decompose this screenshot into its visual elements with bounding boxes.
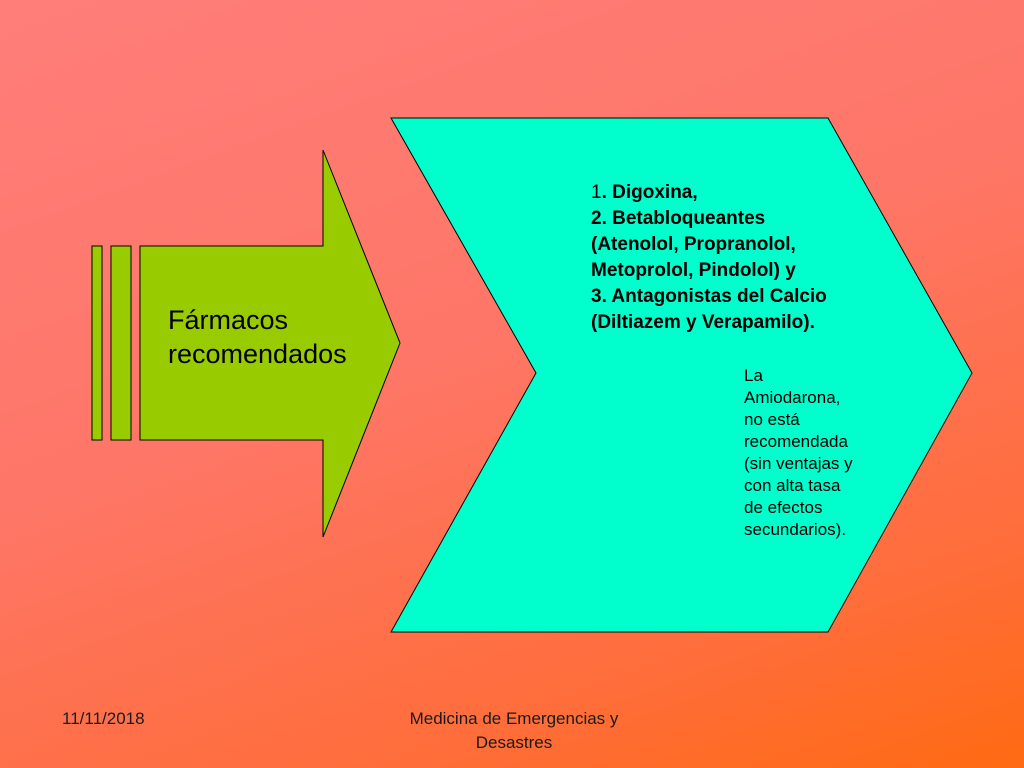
- note-line: de efectos: [744, 498, 823, 517]
- note-line: Amiodarona,: [744, 388, 841, 407]
- note-line: no está: [744, 410, 800, 429]
- list-item: Metoprolol, Pindolol) y: [591, 260, 796, 281]
- amiodarone-note: La Amiodarona, no está recomendada (sin …: [744, 365, 884, 541]
- footer-date: 11/11/2018: [62, 709, 145, 728]
- arrow-stripe-1: [91, 245, 103, 441]
- arrow-label: Fármacos recomendados: [168, 303, 388, 371]
- note-line: (sin ventajas y: [744, 454, 853, 473]
- footer-title: Medicina de Emergencias y Desastres: [380, 707, 648, 755]
- list-item: (Atenolol, Propranolol,: [591, 234, 796, 255]
- arrow-label-line2: recomendados: [168, 339, 347, 369]
- note-line: secundarios).: [744, 520, 847, 539]
- note-line: con alta tasa: [744, 476, 841, 495]
- list-item: 3. Antagonistas del Calcio: [591, 286, 827, 307]
- list-item: 2. Betabloqueantes: [591, 208, 766, 229]
- arrow-stripe-2: [110, 245, 132, 441]
- cyan-chevron: [390, 117, 973, 633]
- drug-list: 1. Digoxina, 2. Betabloqueantes (Atenolo…: [591, 180, 891, 336]
- footer-title-line2: Desastres: [475, 733, 553, 752]
- footer-title-line1: Medicina de Emergencias y: [409, 709, 619, 728]
- note-line: La: [744, 366, 763, 385]
- green-arrow: [139, 149, 401, 538]
- note-line: recomendada: [744, 432, 848, 451]
- list-item: (Diltiazem y Verapamilo).: [591, 312, 815, 333]
- list-item: 1. Digoxina,: [591, 182, 698, 203]
- arrow-label-line1: Fármacos: [168, 305, 289, 335]
